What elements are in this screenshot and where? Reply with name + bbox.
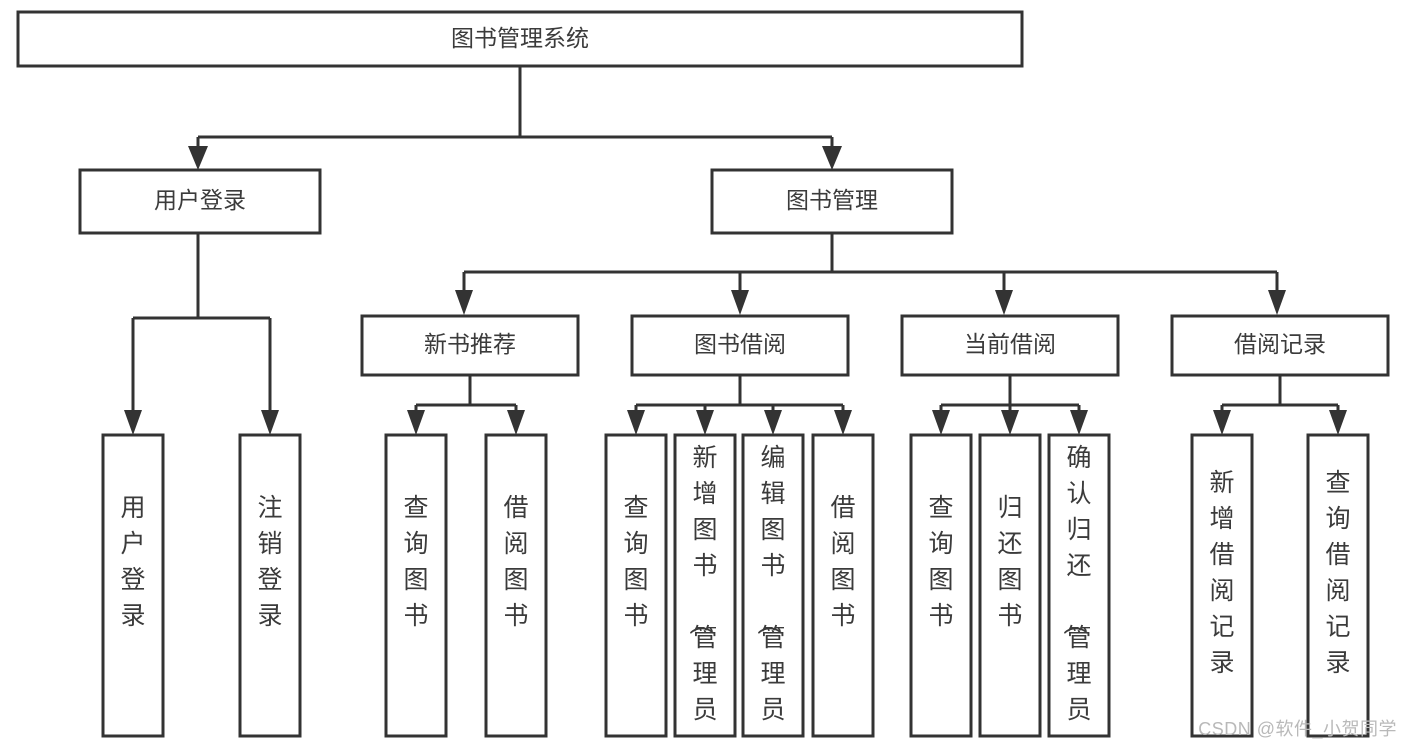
node-current-borrow-label: 当前借阅 — [964, 331, 1056, 357]
node-leaf-add-book-label: 新增图书（管理员） — [686, 444, 717, 747]
node-user-login[interactable]: 用户登录 — [78, 168, 322, 235]
node-current-borrow[interactable]: 当前借阅 — [900, 314, 1120, 377]
node-leaf-return-book[interactable]: 归还图书 — [978, 433, 1042, 738]
node-leaf-confirm-return-label: 确认归还（管理员） — [1060, 444, 1091, 747]
node-borrow-record-label: 借阅记录 — [1234, 331, 1326, 357]
arrow-head-leaf-add-record — [1213, 410, 1231, 435]
arrow-head-leaf-query-record — [1329, 410, 1347, 435]
node-leaf-user-logout-box[interactable] — [238, 433, 302, 738]
arrow-head-current-borrow — [995, 290, 1013, 315]
node-borrow-record[interactable]: 借阅记录 — [1170, 314, 1390, 377]
arrow-head-leaf-query-book-3 — [932, 410, 950, 435]
csdn-watermark: CSDN @软件_小贺同学 — [1198, 719, 1397, 739]
arrow-head-book-borrow — [731, 290, 749, 315]
node-leaf-confirm-return-box[interactable] — [1047, 433, 1111, 738]
node-leaf-add-record-label: 新增借阅记录 — [1209, 469, 1234, 677]
node-root-label: 图书管理系统 — [451, 25, 589, 51]
node-leaf-query-book-1-box[interactable] — [384, 433, 448, 738]
node-book-management[interactable]: 图书管理 — [710, 168, 954, 235]
node-root[interactable]: 图书管理系统 — [16, 10, 1024, 68]
node-leaf-query-record-box[interactable] — [1306, 433, 1370, 738]
arrow-head-leaf-edit-book — [764, 410, 782, 435]
node-leaf-query-book-1-label: 查询图书 — [403, 494, 428, 630]
arrow-head-book-management — [822, 146, 842, 170]
node-leaf-borrow-book-2-box[interactable] — [811, 433, 875, 738]
node-leaf-borrow-book-1-label: 借阅图书 — [503, 494, 528, 630]
node-leaf-edit-book[interactable]: 编辑图书（管理员） — [741, 433, 805, 747]
node-book-borrow-box[interactable] — [630, 314, 850, 377]
node-leaf-query-record-label: 查询借阅记录 — [1325, 469, 1350, 677]
node-new-book-recommend-label: 新书推荐 — [424, 331, 516, 357]
arrow-head-leaf-add-book — [696, 410, 714, 435]
node-leaf-query-book-1[interactable]: 查询图书 — [384, 433, 448, 738]
node-new-book-recommend-box[interactable] — [360, 314, 580, 377]
arrow-head-borrow-record — [1268, 290, 1286, 315]
arrow-head-leaf-borrow-book-2 — [834, 410, 852, 435]
arrow-head-leaf-user-login — [124, 410, 142, 435]
node-leaf-add-record-box[interactable] — [1190, 433, 1254, 738]
node-leaf-borrow-book-1[interactable]: 借阅图书 — [484, 433, 548, 738]
node-root-box[interactable] — [16, 10, 1024, 68]
connector-layer — [124, 66, 1347, 435]
arrow-head-user-login — [188, 146, 208, 170]
node-book-borrow[interactable]: 图书借阅 — [630, 314, 850, 377]
node-leaf-query-book-2-box[interactable] — [604, 433, 668, 738]
node-leaf-query-book-3-label: 查询图书 — [928, 494, 953, 630]
node-leaf-query-book-2-label: 查询图书 — [623, 494, 648, 630]
node-leaf-query-book-3-box[interactable] — [909, 433, 973, 738]
node-leaf-edit-book-box[interactable] — [741, 433, 805, 738]
node-book-management-box[interactable] — [710, 168, 954, 235]
node-leaf-confirm-return[interactable]: 确认归还（管理员） — [1047, 433, 1111, 747]
node-leaf-return-book-box[interactable] — [978, 433, 1042, 738]
arrow-head-leaf-borrow-book-1 — [507, 410, 525, 435]
node-leaf-add-book-box[interactable] — [673, 433, 737, 738]
arrow-head-leaf-user-logout — [261, 410, 279, 435]
node-leaf-edit-book-label: 编辑图书（管理员） — [754, 444, 785, 747]
node-leaf-user-logout[interactable]: 注销登录 — [238, 433, 302, 738]
node-leaf-user-login-box[interactable] — [101, 433, 165, 738]
node-user-login-label: 用户登录 — [154, 187, 246, 213]
node-user-login-box[interactable] — [78, 168, 322, 235]
node-leaf-borrow-book-2[interactable]: 借阅图书 — [811, 433, 875, 738]
arrow-head-leaf-confirm-return — [1070, 410, 1088, 435]
node-book-borrow-label: 图书借阅 — [694, 331, 786, 357]
node-borrow-record-box[interactable] — [1170, 314, 1390, 377]
node-leaf-user-login[interactable]: 用户登录 — [101, 433, 165, 738]
node-leaf-borrow-book-2-label: 借阅图书 — [830, 494, 855, 630]
node-leaf-add-book[interactable]: 新增图书（管理员） — [673, 433, 737, 747]
node-book-management-label: 图书管理 — [786, 187, 878, 213]
node-new-book-recommend[interactable]: 新书推荐 — [360, 314, 580, 377]
node-leaf-user-login-label: 用户登录 — [120, 494, 145, 630]
node-leaf-add-record[interactable]: 新增借阅记录 — [1190, 433, 1254, 738]
node-leaf-query-record[interactable]: 查询借阅记录 — [1306, 433, 1370, 738]
node-leaf-user-logout-label: 注销登录 — [257, 494, 282, 630]
arrow-head-leaf-return-book — [1001, 410, 1019, 435]
arrow-head-leaf-query-book-1 — [407, 410, 425, 435]
node-leaf-return-book-label: 归还图书 — [997, 494, 1022, 630]
node-leaf-query-book-2[interactable]: 查询图书 — [604, 433, 668, 738]
node-current-borrow-box[interactable] — [900, 314, 1120, 377]
node-leaf-query-book-3[interactable]: 查询图书 — [909, 433, 973, 738]
node-leaf-borrow-book-1-box[interactable] — [484, 433, 548, 738]
arrow-head-new-book-recommend — [455, 290, 473, 315]
arrow-head-leaf-query-book-2 — [627, 410, 645, 435]
